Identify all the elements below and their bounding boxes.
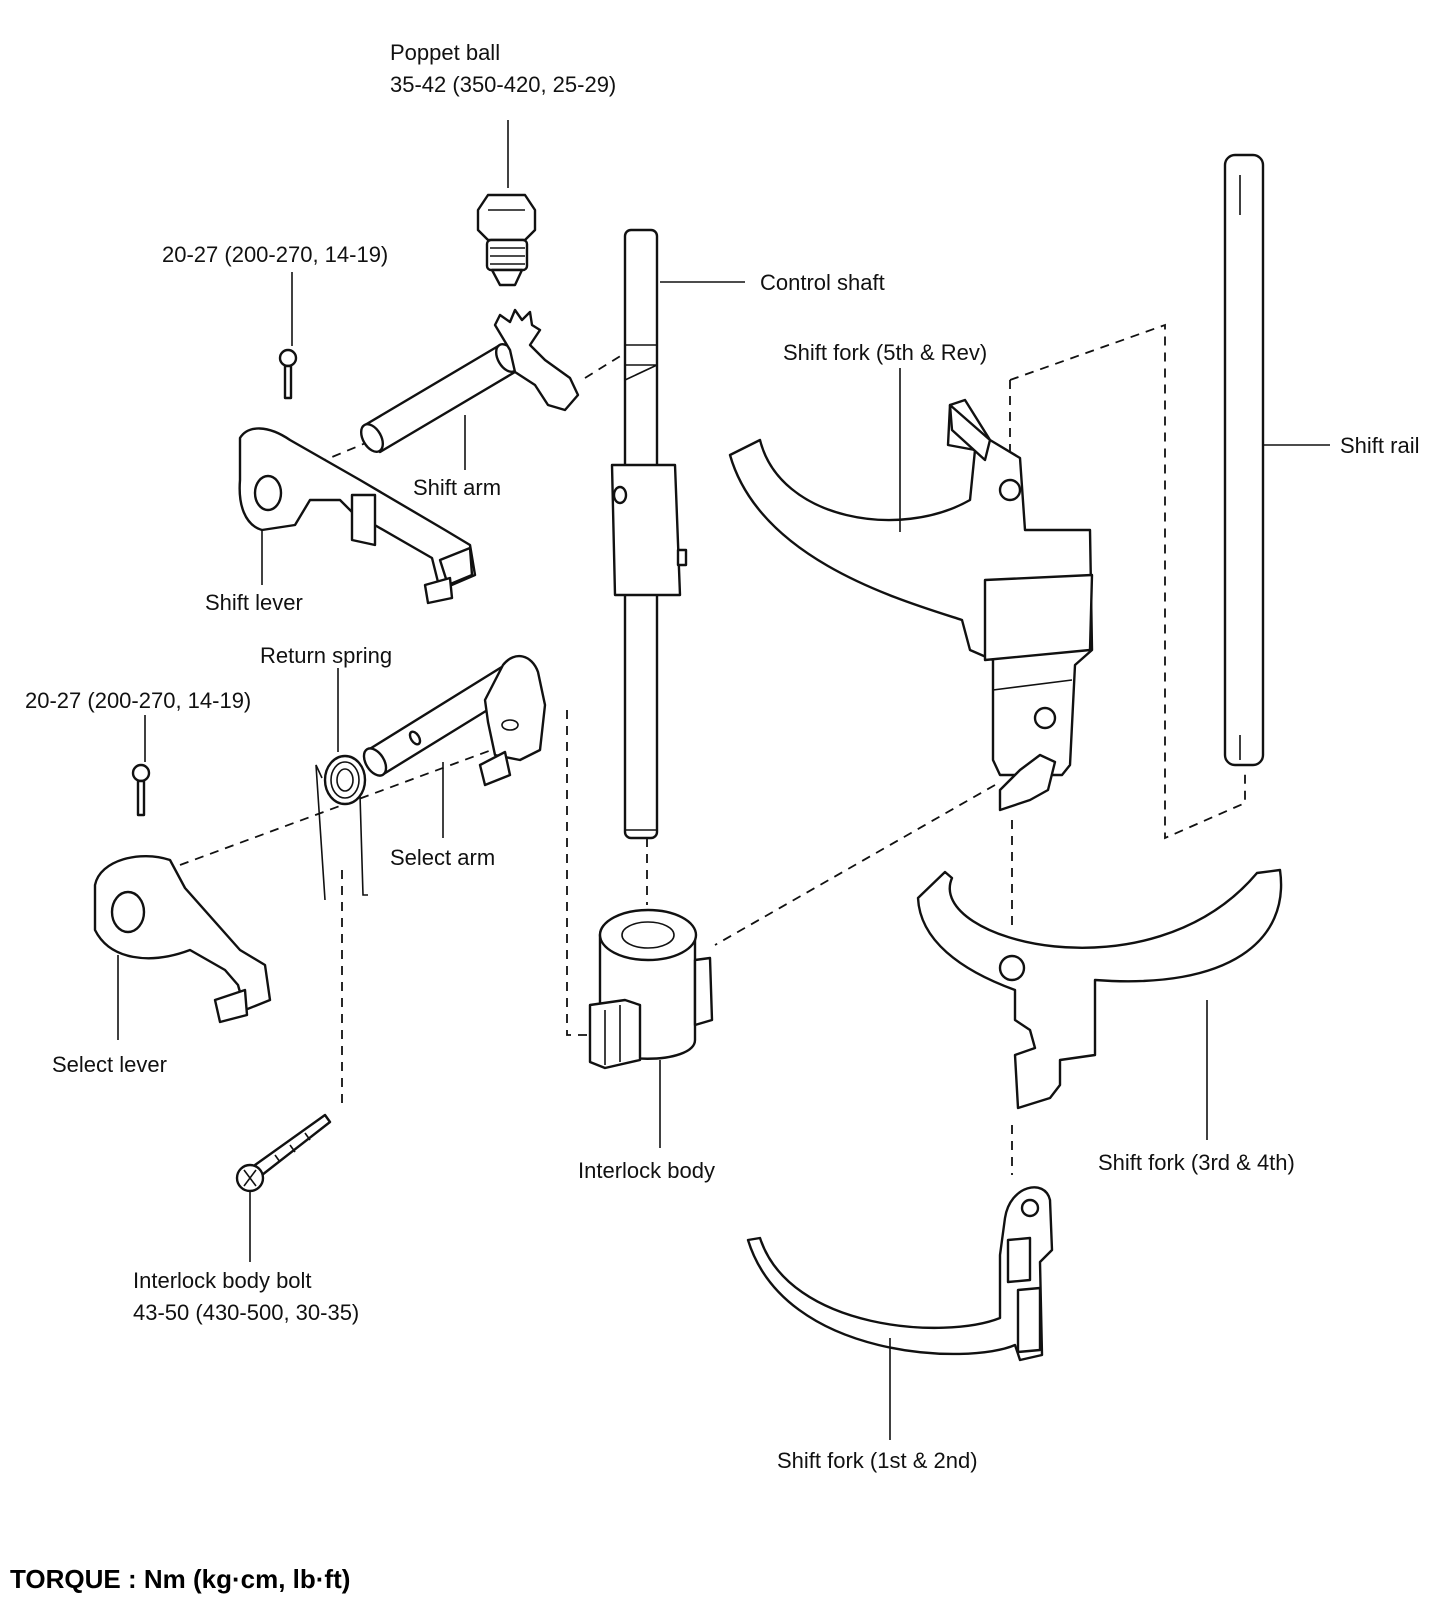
label-return-spring: Return spring [260, 643, 392, 668]
label-shift-arm: Shift arm [413, 475, 501, 500]
spring-icon [315, 754, 368, 901]
lever-icon [93, 855, 272, 1024]
label-select-arm: Select arm [390, 845, 495, 870]
bolt-icon [131, 763, 151, 817]
part-labels: Poppet ball 35-42 (350-420, 25-29) 20-27… [25, 40, 1419, 1473]
fork-icon [746, 1186, 1054, 1362]
label-shift-rail: Shift rail [1340, 433, 1419, 458]
fork-icon [728, 398, 1094, 812]
label-poppet-ball: Poppet ball [390, 40, 500, 65]
interlock-body-part [588, 908, 714, 1070]
fork-icon [916, 868, 1283, 1110]
shift-rail-part [1223, 153, 1265, 767]
label-shift-fork-3rd-4th: Shift fork (3rd & 4th) [1098, 1150, 1295, 1175]
lever-icon [238, 427, 477, 605]
label-poppet-ball-torque: 35-42 (350-420, 25-29) [390, 72, 616, 97]
label-interlock-body-bolt-torque: 43-50 (430-500, 30-35) [133, 1300, 359, 1325]
label-bolt-lower-torque: 20-27 (200-270, 14-19) [25, 688, 251, 713]
label-shift-fork-1st-2nd: Shift fork (1st & 2nd) [777, 1448, 978, 1473]
torque-units-note: TORQUE : Nm (kg·cm, lb·ft) [10, 1564, 350, 1594]
select-arm-part [362, 654, 547, 787]
label-control-shaft: Control shaft [760, 270, 885, 295]
bolt-icon [235, 1113, 332, 1193]
label-shift-fork-5th-rev: Shift fork (5th & Rev) [783, 340, 987, 365]
label-shift-lever: Shift lever [205, 590, 303, 615]
assembly-lines [179, 323, 1246, 1175]
bolt-icon [278, 348, 298, 400]
shift-arm-part [359, 308, 580, 454]
poppet-ball-icon [476, 193, 537, 287]
label-select-lever: Select lever [52, 1052, 167, 1077]
label-bolt-upper-torque: 20-27 (200-270, 14-19) [162, 242, 388, 267]
shaft-icon [610, 228, 688, 840]
label-interlock-body: Interlock body [578, 1158, 715, 1183]
label-interlock-body-bolt: Interlock body bolt [133, 1268, 312, 1293]
